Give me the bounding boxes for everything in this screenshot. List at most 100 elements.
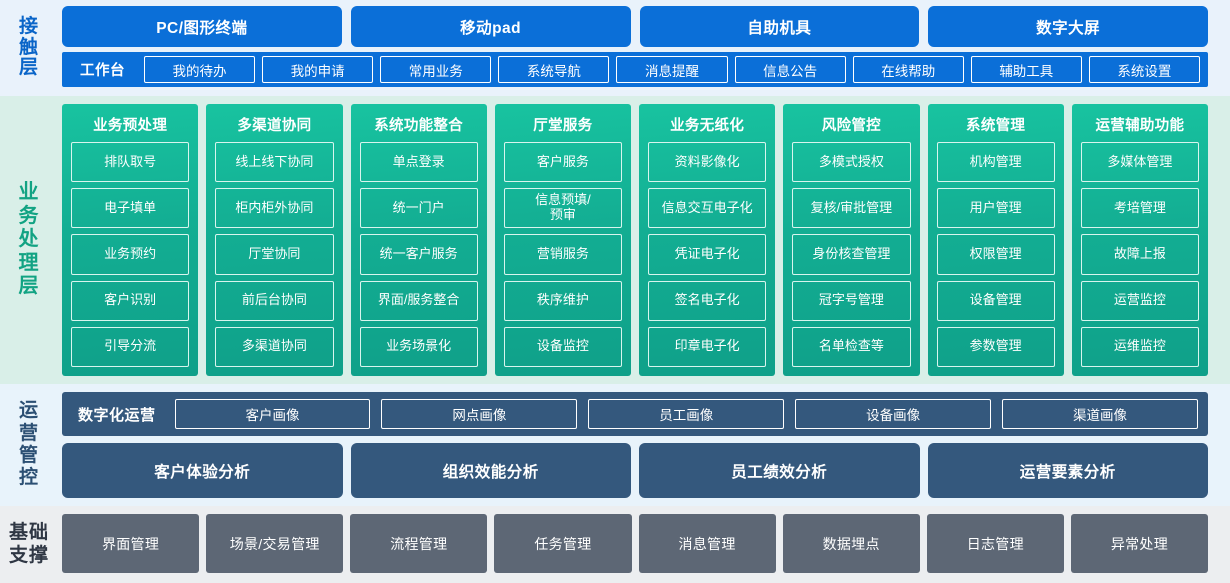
business-item[interactable]: 引导分流	[71, 326, 190, 368]
base-support-cell[interactable]: 任务管理	[494, 514, 632, 573]
business-layer-label: 业务处理层	[0, 96, 58, 384]
workbench-pill[interactable]: 在线帮助	[852, 56, 964, 83]
business-column: 系统功能整合单点登录统一门户统一客户服务界面/服务整合业务场景化	[350, 104, 487, 376]
base-support-cell[interactable]: 场景/交易管理	[206, 514, 344, 573]
business-item[interactable]: 用户管理	[936, 188, 1055, 229]
business-item[interactable]: 权限管理	[936, 234, 1055, 275]
business-item-list: 资料影像化信息交互电子化凭证电子化签名电子化印章电子化	[648, 142, 767, 368]
business-column: 系统管理机构管理用户管理权限管理设备管理参数管理	[927, 104, 1064, 376]
base-layer-label-text: 基础支撑	[8, 522, 49, 566]
analysis-button[interactable]: 运营要素分析	[927, 443, 1208, 498]
business-column: 业务无纸化资料影像化信息交互电子化凭证电子化签名电子化印章电子化	[639, 104, 776, 376]
analysis-row: 客户体验分析组织效能分析员工绩效分析运营要素分析	[62, 443, 1208, 498]
business-item[interactable]: 统一门户	[359, 188, 478, 229]
business-column-title: 业务预处理	[93, 118, 168, 134]
business-item[interactable]: 设备监控	[503, 326, 622, 368]
channel-button[interactable]: 自助机具	[639, 6, 920, 47]
base-support-cell[interactable]: 日志管理	[926, 514, 1064, 573]
business-item[interactable]: 签名电子化	[648, 280, 767, 321]
business-item[interactable]: 营销服务	[503, 234, 622, 275]
business-item[interactable]: 前后台协同	[215, 280, 334, 321]
business-column-title: 业务无纸化	[670, 118, 745, 134]
business-item[interactable]: 印章电子化	[648, 326, 767, 368]
channel-button[interactable]: PC/图形终端	[62, 6, 342, 47]
business-item[interactable]: 设备管理	[936, 280, 1055, 321]
business-item[interactable]: 凭证电子化	[648, 234, 767, 275]
business-item[interactable]: 柜内柜外协同	[215, 188, 334, 229]
business-item[interactable]: 电子填单	[71, 188, 190, 229]
business-item[interactable]: 单点登录	[359, 142, 478, 183]
business-item[interactable]: 业务预约	[71, 234, 190, 275]
business-item[interactable]: 运维监控	[1080, 326, 1199, 368]
profile-chip[interactable]: 渠道画像	[1002, 399, 1198, 429]
analysis-button[interactable]: 员工绩效分析	[639, 443, 920, 498]
business-column: 运营辅助功能多媒体管理考培管理故障上报运营监控运维监控	[1071, 104, 1208, 376]
business-item[interactable]: 冠字号管理	[792, 280, 911, 321]
base-support-cell[interactable]: 消息管理	[638, 514, 776, 573]
business-item[interactable]: 排队取号	[71, 142, 190, 183]
business-item[interactable]: 机构管理	[936, 142, 1055, 183]
business-column-title: 系统功能整合	[374, 118, 464, 134]
analysis-button[interactable]: 客户体验分析	[62, 443, 343, 498]
business-item-list: 线上线下协同柜内柜外协同厅堂协同前后台协同多渠道协同	[215, 142, 334, 368]
digital-operations-row: 数字化运营 客户画像网点画像员工画像设备画像渠道画像	[62, 392, 1208, 436]
business-item[interactable]: 统一客户服务	[359, 234, 478, 275]
channel-button[interactable]: 移动pad	[350, 6, 631, 47]
workbench-pill[interactable]: 常用业务	[380, 56, 492, 83]
business-item[interactable]: 客户服务	[503, 142, 622, 183]
business-item[interactable]: 复核/审批管理	[792, 188, 911, 229]
profile-chip[interactable]: 客户画像	[174, 399, 371, 429]
business-item[interactable]: 多渠道协同	[215, 326, 334, 368]
business-item[interactable]: 信息交互电子化	[648, 188, 767, 229]
business-item[interactable]: 厅堂协同	[215, 234, 334, 275]
workbench-pill[interactable]: 系统设置	[1088, 56, 1200, 83]
workbench-pill[interactable]: 消息提醒	[616, 56, 728, 83]
business-item[interactable]: 多媒体管理	[1080, 142, 1199, 183]
base-support-cell[interactable]: 数据埋点	[782, 514, 920, 573]
profile-chip-group: 客户画像网点画像员工画像设备画像渠道画像	[174, 399, 1198, 429]
workbench-pill-group: 我的待办我的申请常用业务系统导航消息提醒信息公告在线帮助辅助工具系统设置	[144, 56, 1200, 83]
business-item[interactable]: 考培管理	[1080, 188, 1199, 229]
operations-layer-body: 数字化运营 客户画像网点画像员工画像设备画像渠道画像 客户体验分析组织效能分析员…	[58, 384, 1230, 506]
workbench-row: 工作台 我的待办我的申请常用业务系统导航消息提醒信息公告在线帮助辅助工具系统设置	[62, 52, 1208, 87]
business-item[interactable]: 业务场景化	[359, 326, 478, 368]
workbench-pill[interactable]: 我的申请	[262, 56, 374, 83]
business-item-list: 客户服务信息预填/预审营销服务秩序维护设备监控	[503, 142, 622, 368]
base-support-cell[interactable]: 流程管理	[350, 514, 488, 573]
profile-chip[interactable]: 设备画像	[795, 399, 992, 429]
workbench-pill[interactable]: 辅助工具	[970, 56, 1082, 83]
business-item[interactable]: 参数管理	[936, 326, 1055, 368]
business-item[interactable]: 信息预填/预审	[503, 188, 622, 229]
business-layer: 业务处理层 业务预处理排队取号电子填单业务预约客户识别引导分流多渠道协同线上线下…	[0, 96, 1230, 384]
business-item[interactable]: 运营监控	[1080, 280, 1199, 321]
analysis-button[interactable]: 组织效能分析	[350, 443, 631, 498]
profile-chip[interactable]: 网点画像	[381, 399, 578, 429]
base-layer-label: 基础支撑	[0, 506, 58, 583]
operations-layer: 运营管控 数字化运营 客户画像网点画像员工画像设备画像渠道画像 客户体验分析组织…	[0, 384, 1230, 506]
business-item[interactable]: 界面/服务整合	[359, 280, 478, 321]
profile-chip[interactable]: 员工画像	[588, 399, 785, 429]
workbench-pill[interactable]: 我的待办	[144, 56, 256, 83]
business-column-title: 多渠道协同	[237, 118, 312, 134]
base-support-cell[interactable]: 异常处理	[1070, 514, 1208, 573]
business-item[interactable]: 线上线下协同	[215, 142, 334, 183]
business-item[interactable]: 身份核查管理	[792, 234, 911, 275]
digital-operations-label: 数字化运营	[78, 406, 156, 424]
business-column-title: 风险管控	[821, 118, 881, 134]
business-item[interactable]: 故障上报	[1080, 234, 1199, 275]
base-layer-body: 界面管理场景/交易管理流程管理任务管理消息管理数据埋点日志管理异常处理	[58, 506, 1230, 583]
workbench-pill[interactable]: 系统导航	[498, 56, 610, 83]
business-item[interactable]: 资料影像化	[648, 142, 767, 183]
business-item[interactable]: 多模式授权	[792, 142, 911, 183]
business-item[interactable]: 秩序维护	[503, 280, 622, 321]
channel-button[interactable]: 数字大屏	[928, 6, 1208, 47]
business-item[interactable]: 客户识别	[71, 280, 190, 321]
business-item[interactable]: 名单检查等	[792, 326, 911, 368]
workbench-pill[interactable]: 信息公告	[734, 56, 846, 83]
base-support-cell[interactable]: 界面管理	[62, 514, 200, 573]
operations-layer-label-text: 运营管控	[18, 400, 39, 489]
